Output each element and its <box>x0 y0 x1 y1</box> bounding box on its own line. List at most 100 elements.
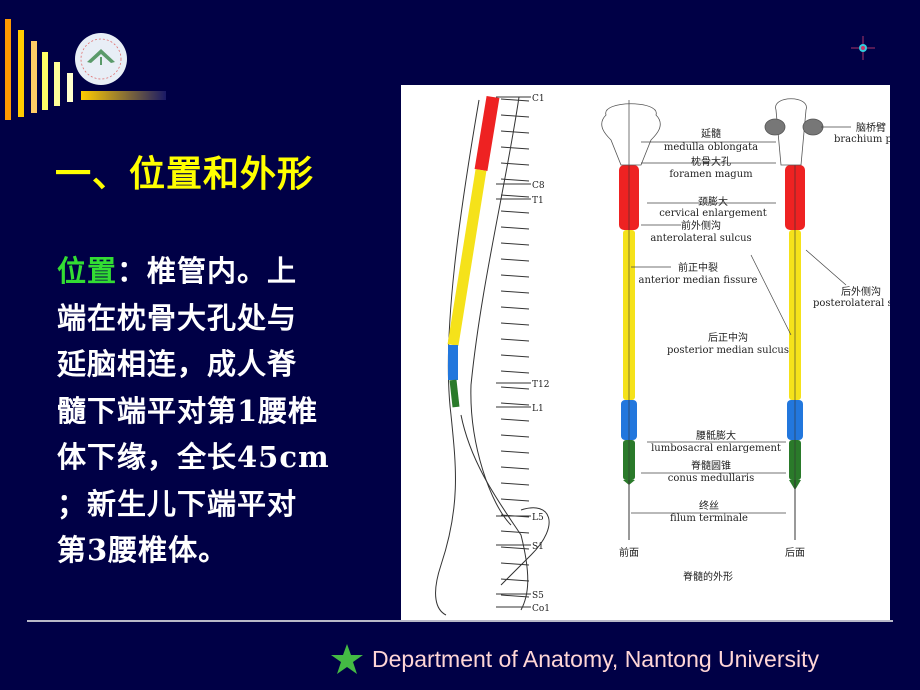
vertebra-line <box>500 386 530 390</box>
vertebra-line <box>500 306 530 310</box>
vertebra-line <box>500 578 530 582</box>
compass-icon <box>851 36 875 60</box>
footer-text: Department of Anatomy, Nantong Universit… <box>372 645 820 672</box>
leader-lines <box>631 126 851 514</box>
vertebra-line <box>500 418 530 422</box>
label-filum-en: filum terminale <box>670 513 748 524</box>
label-lumbo-cn: 腰骶膨大 <box>696 429 736 442</box>
vertebra-label-s5: S5 <box>532 591 544 601</box>
label-back-view: 后面 <box>785 547 805 559</box>
label-conus-cn: 脊髓圆锥 <box>691 459 731 472</box>
label-antmed-en: anterior median fissure <box>639 275 758 286</box>
body-line: ；新生儿下端平对 <box>57 486 298 521</box>
body-line: 延脑相连，成人脊 <box>57 347 298 381</box>
label-foramen-cn: 枕骨大孔 <box>691 155 731 168</box>
decor-bar <box>18 30 24 117</box>
vertebra-line <box>500 146 530 150</box>
vertebra-line <box>500 594 530 598</box>
vertebra-line <box>500 434 530 438</box>
decor-bar <box>67 73 73 102</box>
cord-segment <box>447 169 487 346</box>
vertebra-line <box>500 242 530 246</box>
vertebra-line <box>500 338 530 342</box>
vertebra-line <box>500 98 530 102</box>
vertebra-label-t12: T12 <box>532 380 549 390</box>
label-postlat-en: posterolateral s <box>813 298 890 309</box>
vertebra-line <box>500 114 530 118</box>
label-brachium-cn: 脑桥臂 <box>856 121 886 134</box>
body-line: 体下缘，全长45cm <box>57 440 330 474</box>
vertebra-line <box>500 178 530 182</box>
label-brachium-en: brachium p <box>834 134 890 145</box>
vertebra-label-l5: L5 <box>532 513 544 523</box>
label-medulla-cn: 延髓 <box>701 127 721 140</box>
vertebra-label-co1: Co1 <box>532 604 550 614</box>
star-icon <box>331 644 363 674</box>
body-line: 髓下端平对第1腰椎 <box>57 393 319 428</box>
decor-bar <box>42 52 48 110</box>
label-cervical-cn: 颈膨大 <box>698 195 728 208</box>
vertebra-line <box>500 210 530 214</box>
decor-bar <box>31 41 37 113</box>
body-line-text: ：椎管内。上 <box>117 254 298 288</box>
label-antmed-cn: 前正中裂 <box>678 261 718 274</box>
vertebra-line <box>500 130 530 134</box>
label-cervical-en: cervical enlargement <box>659 208 767 219</box>
spine-cord-side <box>447 95 500 408</box>
label-conus-en: conus medullaris <box>668 473 755 484</box>
label-postlat-cn: 后外侧沟 <box>841 285 881 298</box>
vertebra-line <box>500 370 530 374</box>
footer: Department of Anatomy, Nantong Universit… <box>330 643 819 675</box>
label-antlat-en: anterolateral sulcus <box>650 233 751 244</box>
slide-body-text: 位置：椎管内。上 端在枕骨大孔处与 延脑相连，成人脊 髓下端平对第1腰椎 体下缘… <box>57 248 377 574</box>
vertebra-line <box>500 498 530 502</box>
label-postmed-en: posterior median sulcus <box>667 345 789 356</box>
cord-views <box>619 165 805 540</box>
vertebra-line <box>500 290 530 294</box>
footer-divider <box>27 620 893 622</box>
vertebra-line <box>500 450 530 454</box>
decor-bar <box>5 19 11 120</box>
label-lumbo-en: lumbosacral enlargement <box>651 443 781 454</box>
vertebra-label-l1: L1 <box>532 404 544 414</box>
vertebra-line <box>500 258 530 262</box>
vertebra-line <box>500 162 530 166</box>
vertebra-line <box>500 322 530 326</box>
decor-gradient-bar <box>81 91 166 100</box>
figure-caption: 脊髓的外形 <box>683 570 733 583</box>
slide-title: 一、位置和外形 <box>55 153 315 195</box>
brainstem-outline <box>601 98 824 166</box>
vertebra-line <box>500 482 530 486</box>
vertebra-line <box>500 562 530 566</box>
label-medulla-en: medulla oblongata <box>664 142 758 153</box>
university-logo <box>75 33 127 85</box>
vertebra-line <box>500 546 530 550</box>
body-line: 位置：椎管内。上 <box>57 248 377 295</box>
vertebra-line <box>500 402 530 406</box>
highlight-term: 位置 <box>57 254 118 288</box>
vertebra-line <box>500 530 530 534</box>
vertebra-line <box>500 274 530 278</box>
label-antlat-cn: 前外侧沟 <box>681 219 721 232</box>
annotation-labels: 延髓 medulla oblongata 枕骨大孔 foramen magum … <box>619 121 893 583</box>
vertebra-label-s1: S1 <box>532 542 544 552</box>
cord-segment <box>474 95 500 172</box>
label-postmed-cn: 后正中沟 <box>708 331 748 344</box>
label-foramen-en: foramen magum <box>669 169 753 180</box>
vertebra-line <box>500 194 530 198</box>
vertebra-line <box>500 226 530 230</box>
cord-segment <box>449 379 460 408</box>
vertebra-label-t1: T1 <box>532 196 544 206</box>
label-filum-cn: 终丝 <box>699 499 719 512</box>
body-line: 端在枕骨大孔处与 <box>57 300 298 335</box>
vertebra-label-c1: C1 <box>532 94 545 104</box>
vertebra-lines <box>500 98 530 598</box>
vertebra-line <box>500 466 530 470</box>
label-front-view: 前面 <box>619 546 639 559</box>
body-line: 第3腰椎体。 <box>57 533 229 567</box>
vertebrae-outline <box>435 96 550 616</box>
vertebra-line <box>500 354 530 358</box>
